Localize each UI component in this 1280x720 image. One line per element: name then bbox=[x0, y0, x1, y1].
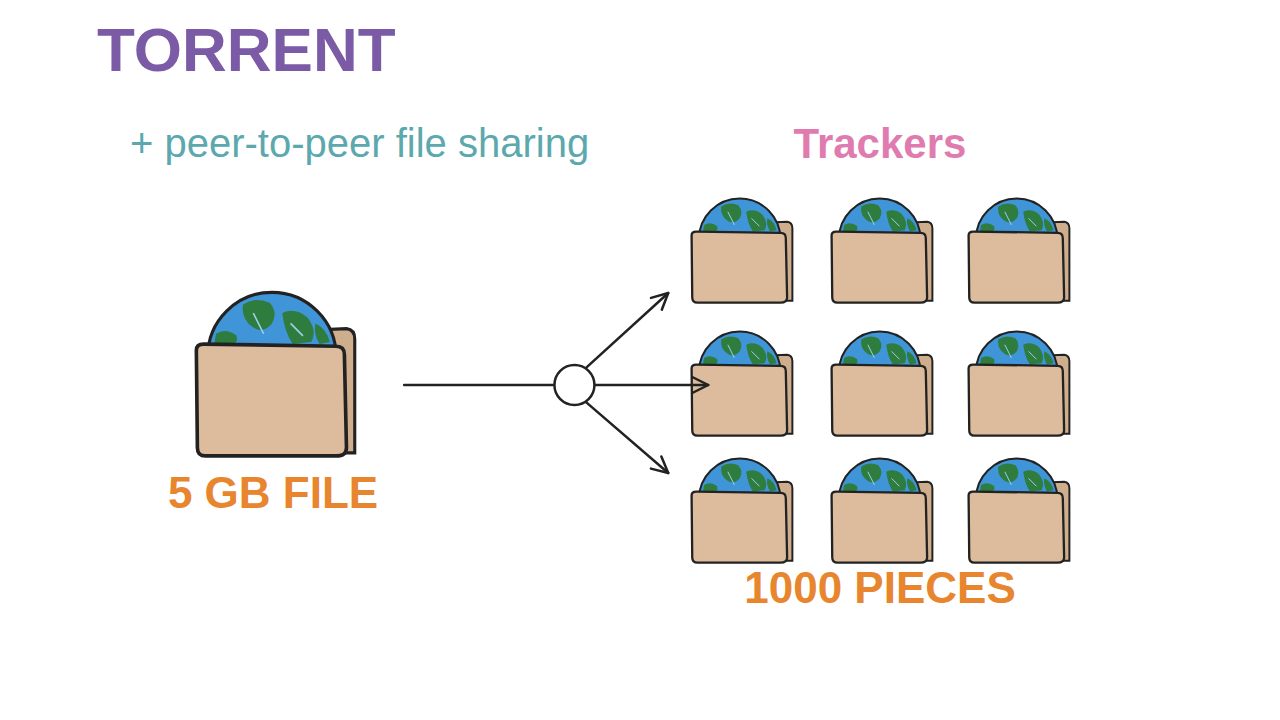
file-size-label: 5 GB FILE bbox=[168, 468, 378, 519]
piece-folder-icon bbox=[969, 459, 1070, 563]
file-node: 5 GB FILE bbox=[160, 280, 386, 519]
piece-folder-icon bbox=[832, 332, 933, 436]
spacer bbox=[273, 280, 274, 468]
subtitle: + peer-to-peer file sharing bbox=[130, 120, 589, 166]
piece-folder-icon bbox=[692, 459, 793, 563]
arrow-stroke bbox=[594, 384, 708, 387]
arrow-stroke bbox=[585, 293, 668, 368]
title: TORRENT bbox=[97, 14, 396, 85]
piece-folder-icon bbox=[692, 199, 793, 303]
arrow-stroke bbox=[585, 402, 668, 473]
split-arrow bbox=[404, 293, 708, 473]
piece-folder-icon bbox=[832, 459, 933, 563]
piece-folder-icon bbox=[969, 199, 1070, 303]
arrow-stroke bbox=[404, 384, 554, 387]
piece-folder-icon bbox=[692, 332, 793, 436]
piece-folder-icon bbox=[832, 199, 933, 303]
pieces-label: 1000 PIECES bbox=[744, 563, 1016, 614]
spacer bbox=[880, 168, 881, 563]
pieces-node: Trackers 1000 PIECES bbox=[736, 120, 1024, 614]
tracker-heading: Trackers bbox=[794, 120, 967, 168]
split-node bbox=[554, 365, 594, 405]
file-folder-icon bbox=[196, 292, 354, 456]
piece-grid bbox=[692, 199, 1070, 563]
piece-folder-icon bbox=[969, 332, 1070, 436]
